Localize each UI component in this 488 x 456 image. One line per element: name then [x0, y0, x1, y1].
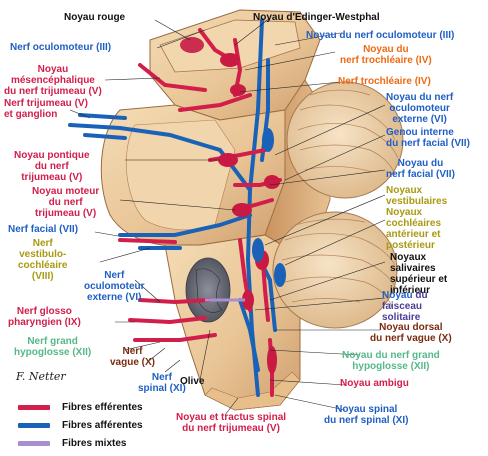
label-noyau-spinal: Noyau spinal du nerf spinal (XI): [324, 404, 409, 426]
label-noyau-ambigu: Noyau ambigu: [340, 378, 409, 389]
label-nerf-vague: Nerf vague (X): [110, 346, 156, 368]
label-noyau-nerf-oculomoteur-externe: Noyau du nerf oculomoteur externe (VI): [386, 92, 454, 125]
label-nerf-trijumeau-ganglion: Nerf trijumeau (V) et ganglion: [4, 98, 88, 120]
label-nerf-spinal: Nerf spinal (XI): [138, 372, 186, 394]
label-noyau-tractus-spinal: Noyau et tractus spinal du nerf trijumea…: [176, 412, 287, 434]
label-nerf-glosso-pharyngien: Nerf glosso pharyngien (IX): [8, 306, 81, 328]
medulla-cut: [204, 371, 301, 411]
cerebellum-lower: [272, 211, 398, 329]
label-noyau-nerf-facial: Noyau du nerf facial (VII): [386, 158, 455, 180]
legend-label-mixed: Fibres mixtes: [62, 438, 127, 449]
label-edinger-westphal: Noyau d'Edinger-Westphal: [253, 12, 380, 23]
label-genou-interne: Genou interne du nerf facial (VII): [386, 127, 470, 149]
label-noyau-nerf-oculomoteur-iii: Noyau du nerf oculomoteur (III): [306, 30, 455, 41]
label-nerf-vestibulo-cochleaire: Nerf vestibulo- cochléaire (VIII): [18, 238, 68, 282]
legend-swatch-mixed: [18, 441, 50, 446]
legend-label-efferent: Fibres efférentes: [62, 402, 143, 413]
legend-label-afferent: Fibres afférentes: [62, 420, 143, 431]
label-nerf-oculomoteur-iii: Nerf oculomoteur (III): [10, 42, 112, 53]
netter-signature: F. Netter: [16, 370, 66, 383]
label-noyaux-vestibulaires: Noyaux vestibulaires: [386, 185, 448, 207]
label-noyau-faisceau-solitaire: Noyau du faisceau solitaire: [382, 290, 428, 323]
legend-swatch-efferent: [18, 405, 50, 410]
label-olive: Olive: [180, 376, 205, 387]
label-noyau-nerf-trochleaire: Noyau du nerf trochléaire (IV): [340, 44, 432, 66]
label-nerf-trochleaire: Nerf trochléaire (IV): [338, 76, 431, 87]
nuclei-blobs: [180, 37, 280, 374]
label-nerf-oculomoteur-externe: Nerf oculomoteur externe (VI): [84, 270, 145, 303]
leader-lines: [69, 17, 386, 416]
olive-body: [185, 257, 231, 323]
legend-swatch-afferent: [18, 423, 50, 428]
cerebellar-folia: [281, 89, 399, 309]
label-noyau-pontique: Noyau pontique du nerf trijumeau (V): [14, 150, 90, 183]
label-noyau-rouge: Noyau rouge: [64, 12, 126, 23]
cerebellum-upper: [286, 81, 404, 199]
sensory-nuclei: [252, 128, 286, 287]
midbrain-section: [159, 19, 301, 73]
label-noyau-dorsal-vague: Noyau dorsal du nerf vague (X): [370, 322, 452, 344]
label-nerf-grand-hypoglosse: Nerf grand hypoglosse (XII): [14, 336, 92, 358]
label-noyau-grand-hypoglosse: Noyau du nerf grand hypoglosse (XII): [342, 350, 440, 372]
label-noyau-moteur: Noyau moteur du nerf trijumeau (V): [32, 186, 100, 219]
label-noyaux-cochleaires: Noyaux cochléaires antérieur et postérie…: [386, 207, 442, 251]
label-nerf-facial: Nerf facial (VII): [8, 224, 79, 235]
label-noyau-mesencephalique: Noyau mésencéphalique du nerf trijumeau …: [4, 64, 102, 97]
label-noyaux-salivaires: Noyaux salivaires supérieur et inférieur: [390, 252, 448, 296]
